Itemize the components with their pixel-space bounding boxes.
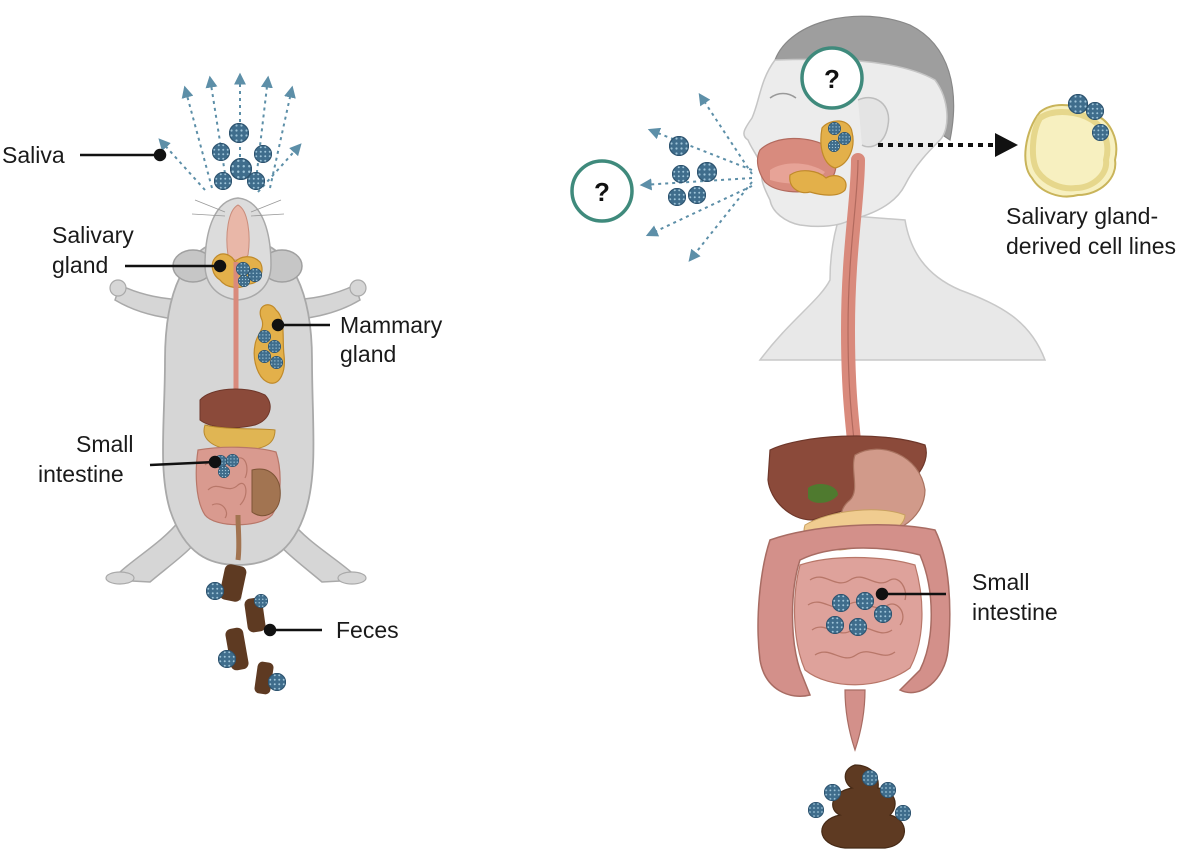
virus-particle bbox=[862, 770, 878, 786]
human-gallbladder bbox=[808, 484, 838, 503]
virus-particle bbox=[874, 605, 892, 623]
label-saliva: Saliva bbox=[2, 142, 65, 168]
label-mouse-small-intestine: Small intestine bbox=[38, 431, 140, 487]
virus-particle bbox=[248, 268, 262, 282]
virus-particle bbox=[895, 805, 911, 821]
label-mouse-salivary-gland: Salivary gland bbox=[52, 222, 140, 278]
virus-particle bbox=[1092, 124, 1109, 141]
virus-particle bbox=[1068, 94, 1088, 114]
label-line: gland bbox=[52, 252, 108, 278]
human-eye bbox=[769, 92, 797, 99]
label-line: Small bbox=[76, 431, 134, 457]
virus-particle bbox=[824, 784, 841, 801]
virus-particle bbox=[838, 132, 851, 145]
label-line: Salivary gland- bbox=[1006, 203, 1158, 229]
mouse-paws bbox=[105, 279, 367, 585]
virus-particle bbox=[254, 594, 268, 608]
virus-particle bbox=[254, 145, 272, 163]
virus-particle bbox=[669, 136, 689, 156]
virus-particle bbox=[688, 186, 706, 204]
mouse-leader-lines bbox=[80, 148, 330, 637]
unknown-mark-mouth-text: ? bbox=[594, 177, 610, 207]
virus-particle bbox=[218, 466, 230, 478]
human-illustration: ? ? bbox=[570, 15, 1118, 849]
virus-particle bbox=[236, 262, 250, 276]
virus-particle bbox=[212, 143, 230, 161]
virus-particle bbox=[258, 350, 271, 363]
virus-particle bbox=[247, 172, 265, 190]
virus-particle bbox=[849, 618, 867, 636]
virus-particle bbox=[828, 140, 840, 152]
saliva-spray-arrows bbox=[158, 72, 302, 193]
human-large-intestine bbox=[757, 524, 951, 697]
label-line: intestine bbox=[38, 461, 124, 487]
virus-particle bbox=[880, 782, 896, 798]
virus-particle bbox=[697, 162, 717, 182]
label-cell-lines: Salivary gland- derived cell lines bbox=[1006, 203, 1176, 259]
label-line: Small bbox=[972, 569, 1030, 595]
cell-line-cluster-inner bbox=[1030, 109, 1111, 192]
unknown-mark-head-text: ? bbox=[824, 64, 840, 94]
mouse-whiskers bbox=[191, 199, 285, 217]
virus-particle bbox=[672, 165, 690, 183]
virus-particle bbox=[270, 356, 283, 369]
virus-particle bbox=[826, 616, 844, 634]
virus-particle bbox=[218, 650, 236, 668]
label-line: Mammary bbox=[340, 312, 443, 338]
mouse-saliva-virus-group bbox=[212, 123, 272, 190]
label-mammary-gland: Mammary gland bbox=[340, 312, 449, 367]
virus-particle bbox=[1086, 102, 1104, 120]
virus-particle bbox=[808, 802, 824, 818]
virus-particle bbox=[238, 275, 250, 287]
human-feces bbox=[821, 764, 905, 849]
label-human-small-intestine: Small intestine bbox=[972, 569, 1058, 625]
label-line: intestine bbox=[972, 599, 1058, 625]
human-shoulders bbox=[758, 214, 1047, 361]
virus-particle bbox=[258, 330, 271, 343]
virus-particle bbox=[229, 123, 249, 143]
mouse-feces-virus-group bbox=[206, 582, 286, 691]
virus-particle bbox=[856, 592, 874, 610]
human-ear bbox=[857, 96, 890, 148]
esophagus-outline bbox=[847, 159, 859, 451]
virus-particle bbox=[828, 122, 841, 135]
human-rectum bbox=[844, 689, 866, 752]
human-breath-arrows bbox=[639, 92, 753, 262]
mouse-cecum bbox=[251, 468, 281, 517]
virus-particle bbox=[214, 172, 232, 190]
label-feces: Feces bbox=[336, 617, 399, 643]
label-line: Salivary bbox=[52, 222, 134, 248]
cell-lines-arrowhead bbox=[995, 133, 1018, 157]
unknown-mark-mouth: ? bbox=[570, 159, 634, 223]
virus-particle bbox=[268, 673, 286, 691]
virus-particle bbox=[268, 340, 281, 353]
human-leader-lines bbox=[875, 587, 946, 601]
label-line: derived cell lines bbox=[1006, 233, 1176, 259]
mouse-illustration bbox=[105, 72, 367, 695]
virus-particle bbox=[832, 594, 850, 612]
virus-particle bbox=[668, 188, 686, 206]
human-salivary-gland-submandibular bbox=[789, 170, 847, 196]
unknown-mark-head: ? bbox=[800, 46, 864, 110]
mouse-colon bbox=[235, 514, 242, 561]
mouse-stomach bbox=[203, 424, 276, 451]
virus-particle bbox=[226, 454, 239, 467]
virus-particle bbox=[206, 582, 224, 600]
label-line: gland bbox=[340, 341, 396, 367]
mouse-liver bbox=[199, 388, 271, 429]
